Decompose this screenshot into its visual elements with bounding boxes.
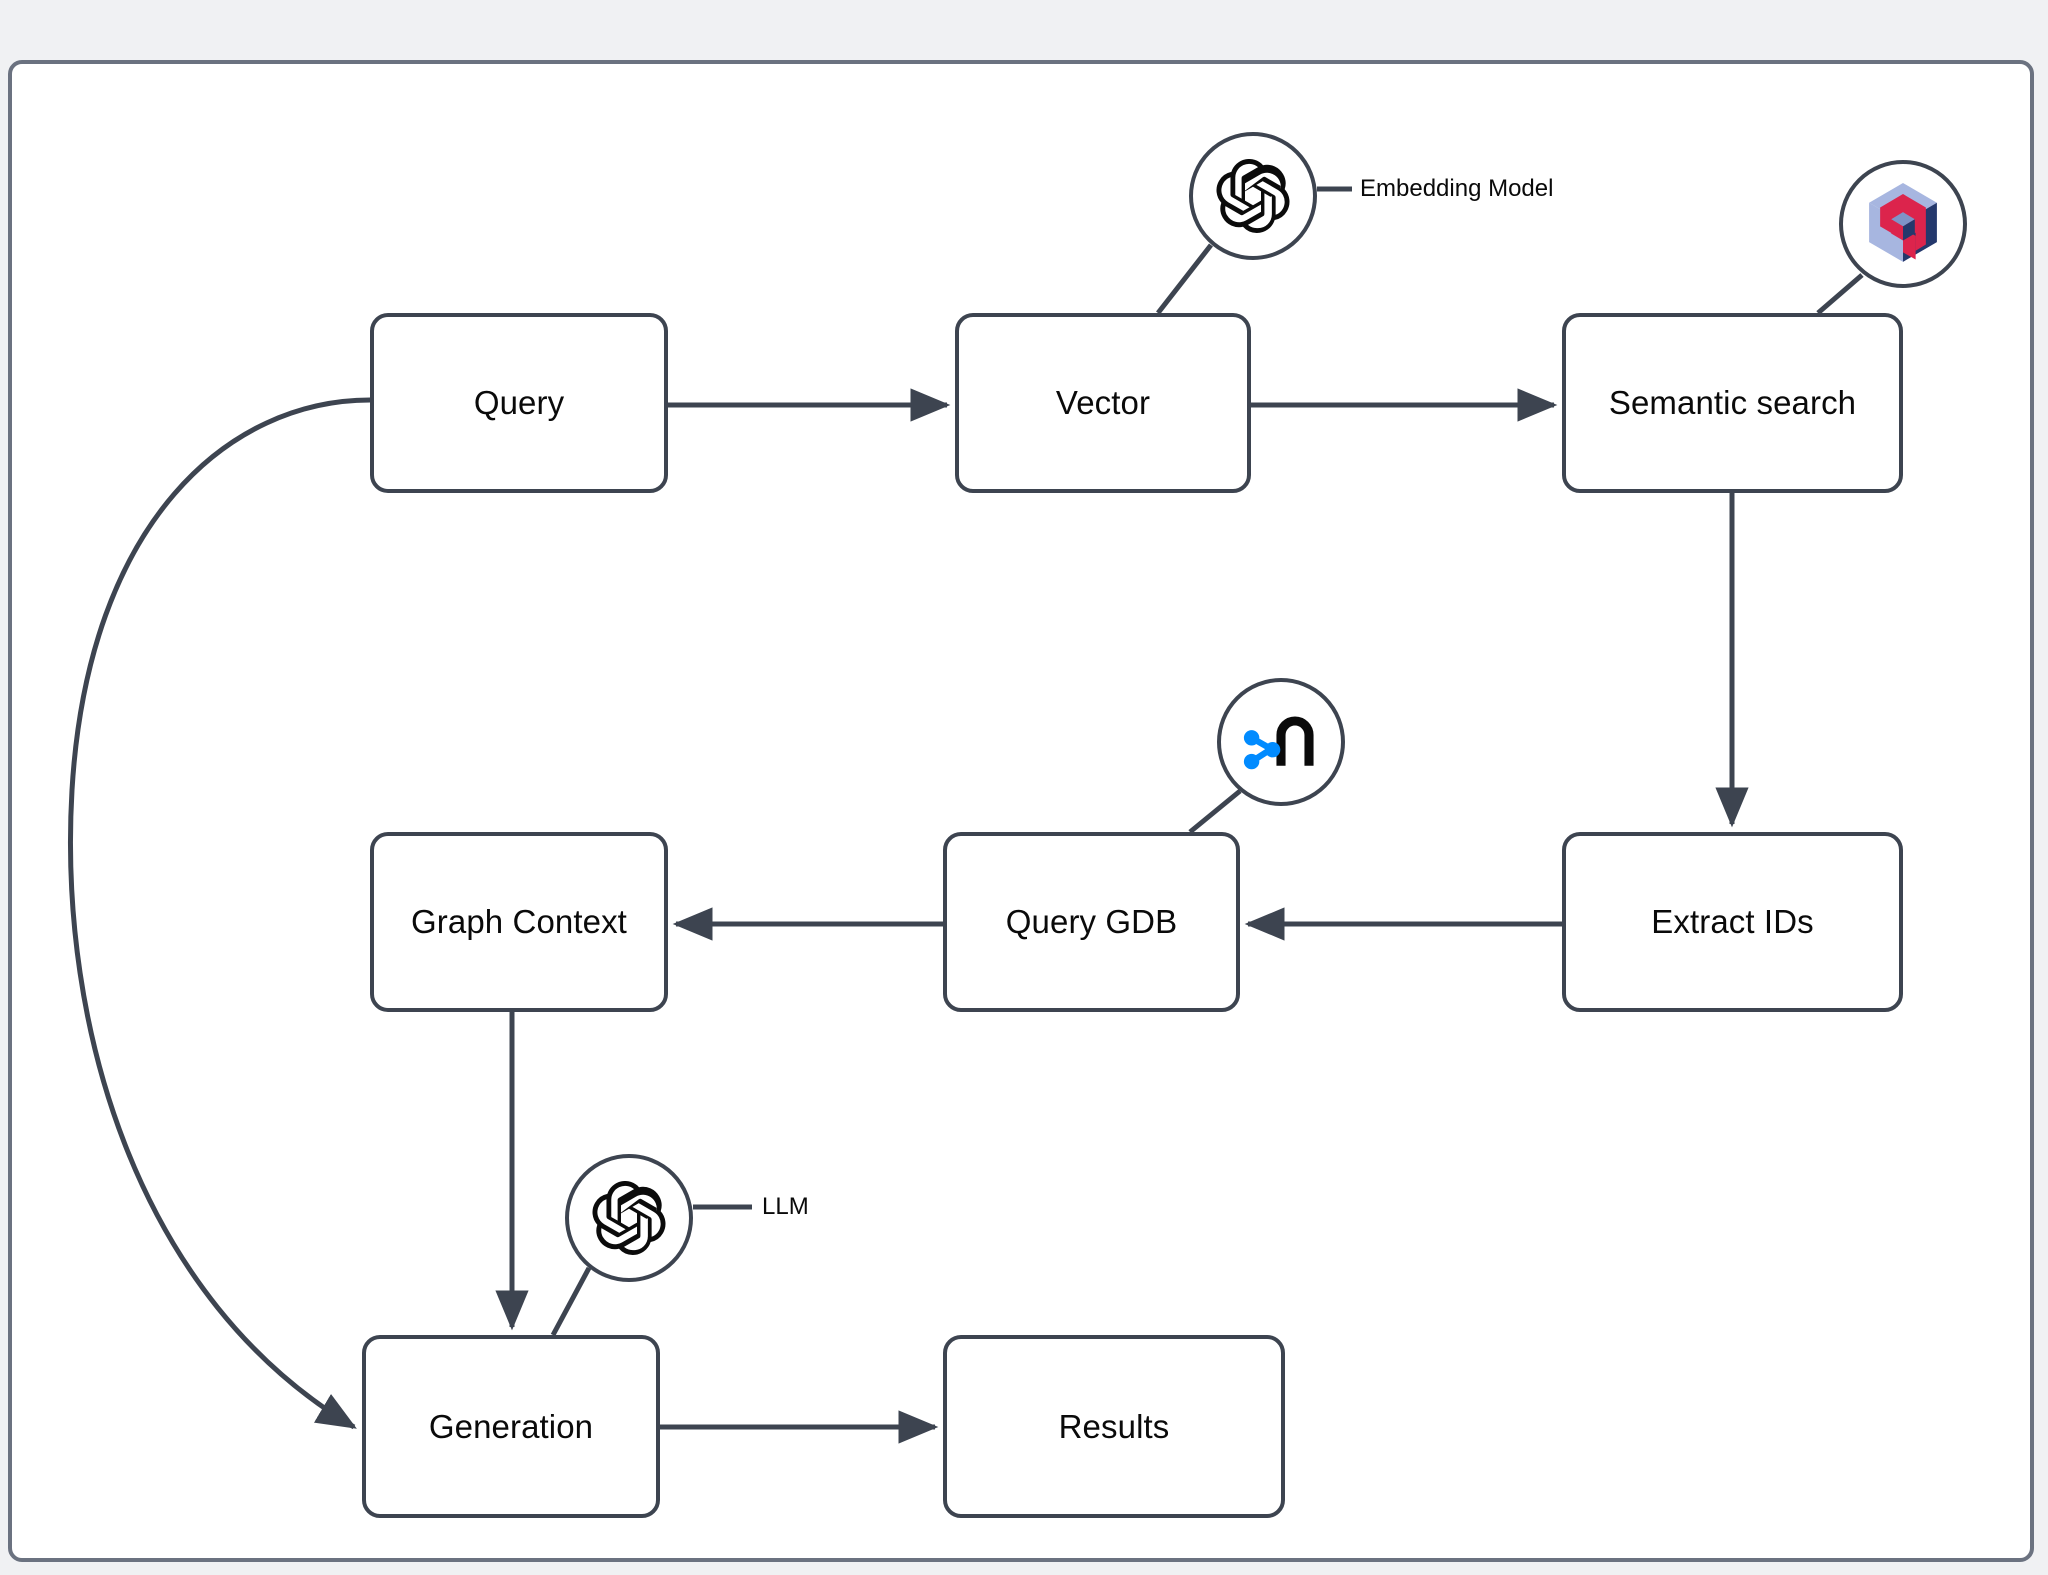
node-generation-label: Generation — [428, 1407, 594, 1445]
node-vector[interactable]: Vector — [955, 313, 1251, 493]
node-semantic-search-label: Semantic search — [1608, 384, 1857, 421]
node-query-label: Query — [473, 384, 565, 421]
badge-llm-label: LLM — [762, 1193, 809, 1220]
node-results-label: Results — [1058, 1407, 1170, 1445]
node-generation[interactable]: Generation — [362, 1335, 660, 1518]
node-extract-ids[interactable]: Extract IDs — [1562, 832, 1903, 1012]
node-graph-context-label: Graph Context — [411, 903, 627, 940]
neo4j-logo-icon — [1239, 707, 1323, 777]
node-vector-label: Vector — [1055, 384, 1151, 421]
qdrant-logo-icon — [1863, 183, 1943, 265]
connector-graph-db-to-query-gdb — [1188, 789, 1242, 834]
node-query[interactable]: Query — [370, 313, 668, 493]
node-graph-context[interactable]: Graph Context — [370, 832, 668, 1012]
node-extract-ids-label: Extract IDs — [1651, 903, 1814, 940]
node-query-gdb[interactable]: Query GDB — [943, 832, 1240, 1012]
badge-llm[interactable] — [565, 1154, 693, 1282]
edge-query-to-generation-loop — [67, 397, 371, 1430]
badge-embedding-model[interactable] — [1189, 132, 1317, 260]
node-query-gdb-label: Query GDB — [1005, 903, 1178, 940]
connector-vector-store-to-semantic-search — [1816, 273, 1864, 315]
node-semantic-search[interactable]: Semantic search — [1562, 313, 1903, 493]
openai-logo-icon — [592, 1181, 666, 1255]
badge-graph-db[interactable] — [1217, 678, 1345, 806]
connector-embedding-model-to-vector — [1156, 243, 1213, 315]
openai-logo-icon — [1216, 159, 1290, 233]
diagram-frame — [8, 60, 2034, 1562]
node-results[interactable]: Results — [943, 1335, 1285, 1518]
badge-vector-store[interactable] — [1839, 160, 1967, 288]
badge-embedding-model-label: Embedding Model — [1360, 175, 1554, 202]
connector-llm-to-generation — [550, 1266, 592, 1337]
